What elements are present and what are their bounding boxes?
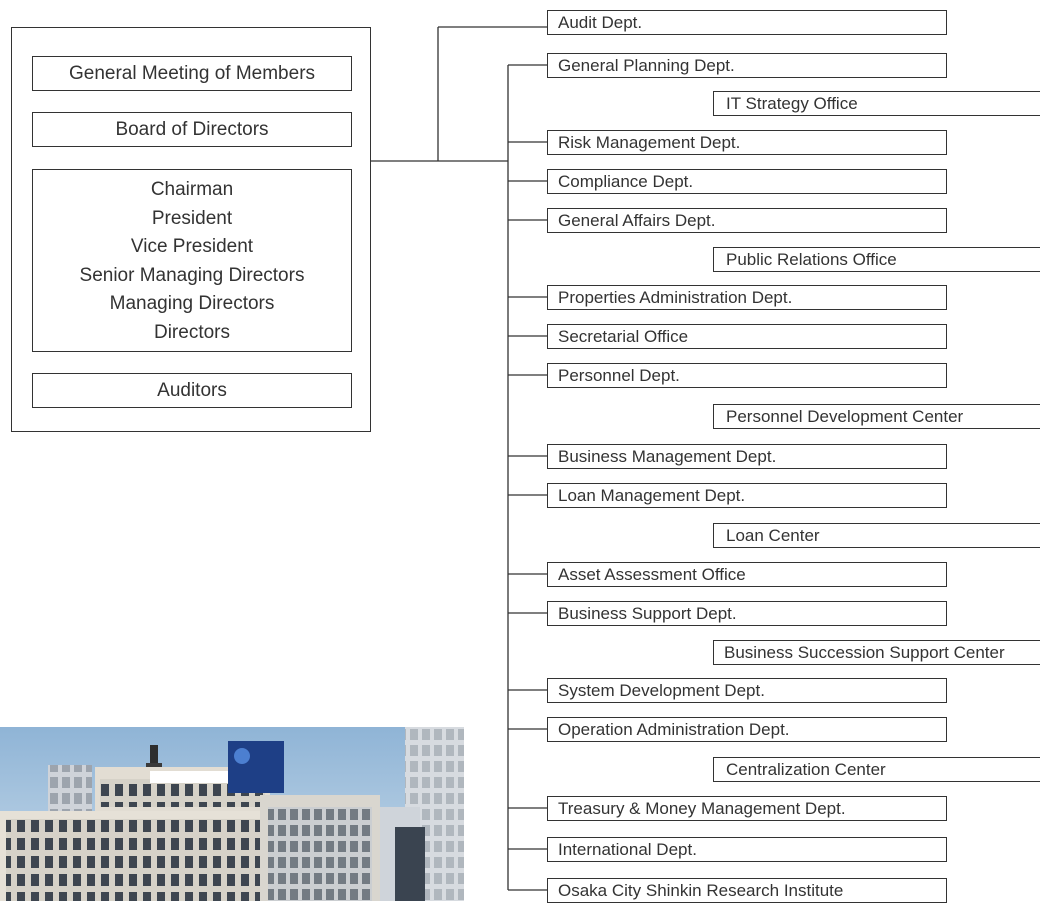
office-it-strategy: IT Strategy Office: [713, 91, 1040, 116]
dept-personnel: Personnel Dept.: [547, 363, 947, 388]
center-personnel-development: Personnel Development Center: [713, 404, 1040, 429]
dept-general-affairs: General Affairs Dept.: [547, 208, 947, 233]
executive-title: Vice President: [130, 236, 254, 257]
office-public-relations: Public Relations Office: [713, 247, 1040, 272]
center-centralization: Centralization Center: [713, 757, 1040, 782]
dept-treasury-money-management: Treasury & Money Management Dept.: [547, 796, 947, 821]
dept-compliance: Compliance Dept.: [547, 169, 947, 194]
dept-loan-management: Loan Management Dept.: [547, 483, 947, 508]
dept-business-support: Business Support Dept.: [547, 601, 947, 626]
institute-osaka-city-shinkin-research: Osaka City Shinkin Research Institute: [547, 878, 947, 903]
dept-system-development: System Development Dept.: [547, 678, 947, 703]
dept-properties-administration: Properties Administration Dept.: [547, 285, 947, 310]
executive-title: Chairman: [150, 179, 234, 200]
building-illustration: [0, 727, 464, 901]
auditors-box: Auditors: [32, 373, 352, 408]
governance-panel: General Meeting of Members Board of Dire…: [11, 27, 371, 432]
dept-general-planning: General Planning Dept.: [547, 53, 947, 78]
office-asset-assessment: Asset Assessment Office: [547, 562, 947, 587]
dept-business-management: Business Management Dept.: [547, 444, 947, 469]
office-secretarial: Secretarial Office: [547, 324, 947, 349]
headquarters-building-photo: [0, 727, 464, 901]
dept-operation-administration: Operation Administration Dept.: [547, 717, 947, 742]
center-loan: Loan Center: [713, 523, 1040, 548]
executive-title: Directors: [153, 321, 230, 343]
board-of-directors-box: Board of Directors: [32, 112, 352, 147]
executives-box: Chairman President Vice President Senior…: [32, 169, 352, 352]
dept-audit: Audit Dept.: [547, 10, 947, 35]
center-business-succession-support: Business Succession Support Center: [713, 640, 1040, 665]
executive-title: President: [151, 207, 233, 229]
general-meeting-box: General Meeting of Members: [32, 56, 352, 91]
dept-international: International Dept.: [547, 837, 947, 862]
executive-title: Senior Managing Directors: [79, 264, 305, 286]
executive-title: Managing Directors: [109, 293, 275, 314]
dept-risk-management: Risk Management Dept.: [547, 130, 947, 155]
